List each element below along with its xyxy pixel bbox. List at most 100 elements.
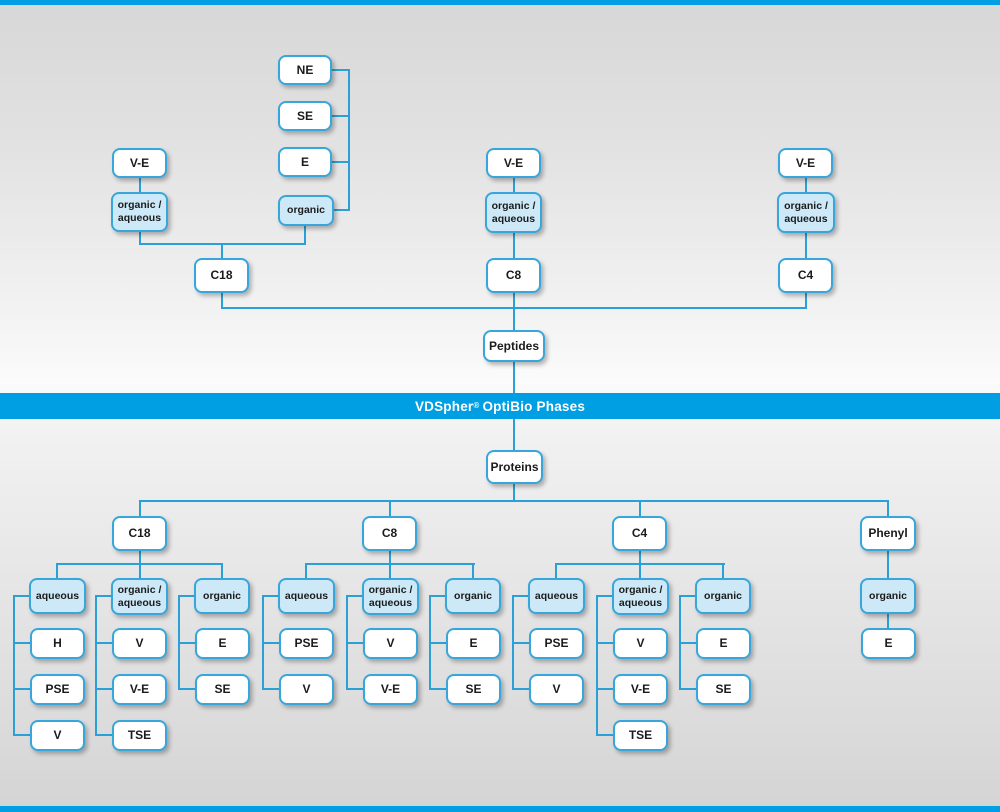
connector-line [334, 209, 350, 211]
node-organic-aqueous-peptides-c18: organic / aqueous [111, 192, 168, 232]
node-mode-organic-aqueous-c4: organic / aqueous [612, 578, 669, 615]
connector-line [139, 502, 141, 516]
node-phase: V-E [112, 674, 167, 705]
node-se: SE [278, 101, 332, 131]
connector-line [887, 502, 889, 516]
node-phenyl-proteins: Phenyl [860, 516, 916, 551]
connector-line [221, 565, 223, 578]
connector-line [139, 565, 141, 578]
node-mode-organic-c8: organic [445, 578, 501, 614]
connector-line [429, 688, 448, 690]
connector-line [679, 595, 697, 597]
node-phase: E [861, 628, 916, 659]
connector-line [639, 502, 641, 516]
node-phase: V [112, 628, 167, 659]
node-phase: V [613, 628, 668, 659]
connector-line [139, 243, 306, 245]
connector-line [679, 688, 698, 690]
banner-title: VDSpher®OptiBio Phases [0, 393, 1000, 419]
top-accent-strip [0, 0, 1000, 5]
connector-line [555, 563, 725, 565]
node-organic-aqueous-peptides-c4: organic / aqueous [777, 192, 835, 233]
connector-line [555, 565, 557, 578]
node-c18-proteins: C18 [112, 516, 167, 551]
node-phase: E [696, 628, 751, 659]
node-phase: PSE [529, 628, 584, 659]
connector-line [95, 595, 97, 736]
connector-line [139, 232, 141, 245]
node-proteins-root: Proteins [486, 450, 543, 484]
node-c18-peptides: C18 [194, 258, 249, 293]
connector-line [305, 565, 307, 578]
node-e: E [278, 147, 332, 177]
connector-line [596, 688, 615, 690]
node-phase: H [30, 628, 85, 659]
node-phase: V [529, 674, 584, 705]
connector-line [512, 642, 531, 644]
node-ve-peptides-c4: V-E [778, 148, 833, 178]
connector-line [596, 642, 615, 644]
connector-line [429, 595, 447, 597]
node-mode-organic-aqueous-c8: organic / aqueous [362, 578, 419, 615]
connector-line [332, 161, 350, 163]
node-ve-peptides-c18: V-E [112, 148, 167, 178]
node-phase: SE [195, 674, 250, 705]
connector-line [512, 595, 530, 597]
connector-line [139, 500, 889, 502]
node-organic-aqueous-peptides-c8: organic / aqueous [485, 192, 542, 233]
node-mode-organic-c4: organic [695, 578, 751, 614]
connector-line [513, 484, 515, 502]
connector-line [346, 688, 365, 690]
connector-line [512, 688, 531, 690]
connector-line [389, 565, 391, 578]
connector-line [305, 563, 475, 565]
connector-line [722, 565, 724, 578]
connector-line [13, 688, 32, 690]
connector-line [262, 642, 281, 644]
node-phase: V [279, 674, 334, 705]
connector-line [95, 688, 114, 690]
node-mode-organic-c18: organic [194, 578, 250, 614]
connector-line [221, 293, 223, 309]
connector-line [221, 245, 223, 258]
node-organic-peptides-c18: organic [278, 195, 334, 226]
connector-line [596, 595, 614, 597]
connector-line [178, 642, 197, 644]
connector-line [13, 734, 32, 736]
node-phase: TSE [613, 720, 668, 751]
node-phase: E [446, 628, 501, 659]
connector-line [262, 688, 281, 690]
connector-line [178, 688, 197, 690]
connector-line [805, 233, 807, 258]
connector-line [139, 551, 141, 565]
connector-line [805, 293, 807, 309]
connector-line [513, 293, 515, 309]
connector-line [513, 362, 515, 393]
node-c4-proteins: C4 [612, 516, 667, 551]
connector-line [56, 565, 58, 578]
node-peptides-root: Peptides [483, 330, 545, 362]
connector-line [262, 595, 280, 597]
node-c8-proteins: C8 [362, 516, 417, 551]
node-mode-aqueous-c8: aqueous [278, 578, 335, 614]
connector-line [429, 642, 448, 644]
connector-line [513, 309, 515, 330]
connector-line [389, 502, 391, 516]
connector-line [805, 178, 807, 192]
connector-line [56, 563, 223, 565]
node-phase: SE [696, 674, 751, 705]
connector-line [139, 178, 141, 192]
connector-line [332, 69, 350, 71]
connector-line [679, 642, 698, 644]
connector-line [304, 226, 306, 245]
node-phase: TSE [112, 720, 167, 751]
connector-line [639, 551, 641, 565]
connector-line [95, 595, 113, 597]
connector-line [472, 565, 474, 578]
connector-line [178, 595, 196, 597]
connector-line [221, 307, 807, 309]
node-c4-peptides: C4 [778, 258, 833, 293]
connector-line [13, 595, 15, 736]
connector-line [348, 69, 350, 211]
